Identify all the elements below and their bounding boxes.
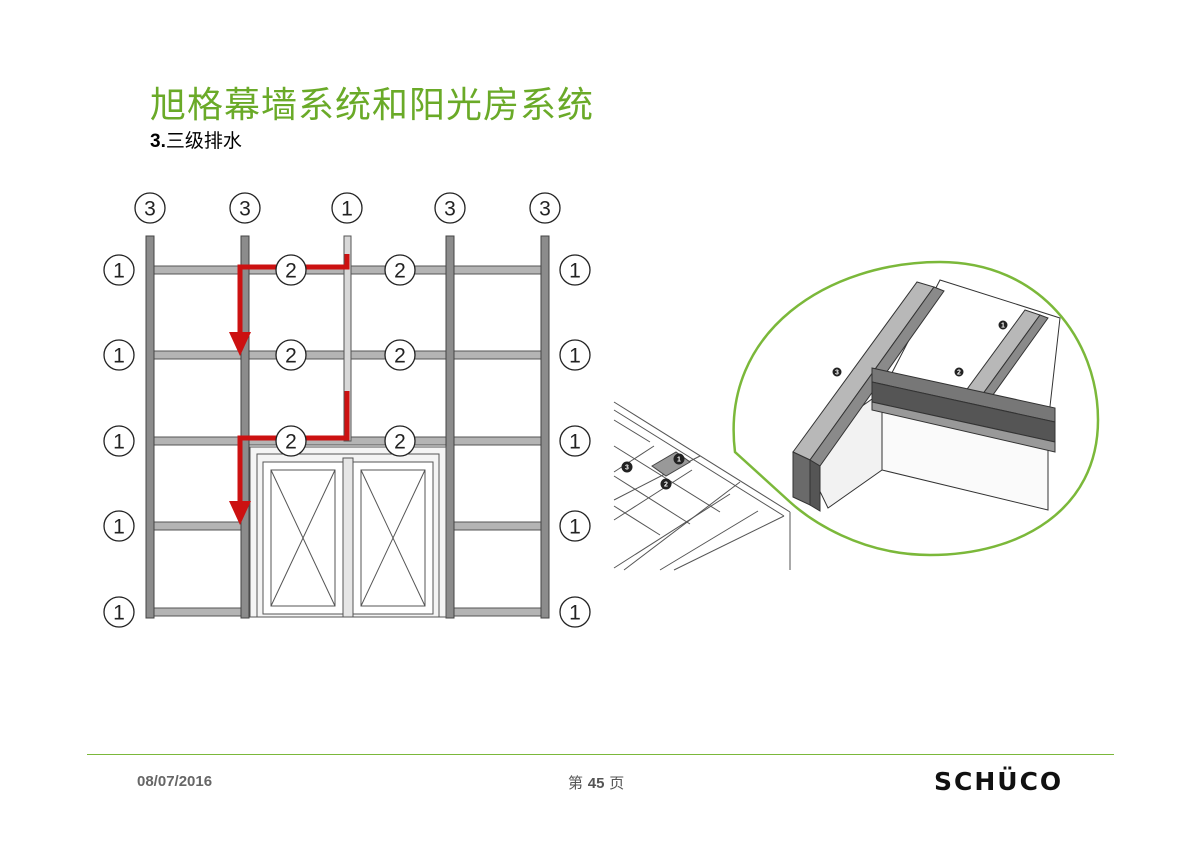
right-label-4: 1 — [559, 510, 591, 542]
transom-label-2-text: 2 — [394, 260, 406, 283]
left-label-1: 1 — [103, 254, 135, 286]
mullion-1 — [145, 235, 155, 619]
top-labels: 3 3 1 3 3 — [134, 192, 561, 224]
transom-label-5-text: 2 — [285, 431, 297, 454]
mullion-2 — [240, 235, 250, 619]
right-label-5-text: 1 — [569, 602, 581, 625]
detail-label-2-text: 2 — [957, 370, 961, 377]
footer-page-number: 第 45 页 — [568, 772, 624, 793]
right-label-3: 1 — [559, 425, 591, 457]
subtitle-text: 三级排水 — [165, 130, 242, 152]
left-label-3: 1 — [103, 425, 135, 457]
profile-detail — [792, 279, 1061, 512]
right-labels: 1 1 1 1 1 — [559, 254, 591, 628]
right-label-2: 1 — [559, 339, 591, 371]
detail-label-3-text: 1 — [1001, 323, 1005, 330]
detail-label-2: 2 — [954, 367, 964, 377]
schuco-logo: SCHÜCO — [934, 767, 1064, 796]
transom-label-5: 2 — [275, 425, 307, 457]
transom-row-5-left — [149, 607, 247, 617]
top-label-2: 3 — [229, 192, 261, 224]
left-labels: 1 1 1 1 1 — [103, 254, 135, 628]
detail-labels: 3 2 1 — [832, 320, 1008, 377]
mullion-center — [343, 235, 352, 442]
page-suffix: 页 — [604, 774, 625, 792]
top-label-3: 1 — [331, 192, 363, 224]
right-label-1-text: 1 — [569, 260, 581, 283]
facade-grid — [145, 235, 550, 619]
transom-label-4-text: 2 — [394, 345, 406, 368]
inset-label-1: 3 — [621, 461, 633, 473]
drain-arrow-lower-head — [229, 501, 251, 525]
left-label-1-text: 1 — [113, 260, 125, 283]
inset-labels: 3 2 1 — [621, 453, 685, 490]
top-label-3-text: 1 — [341, 198, 353, 221]
top-label-5: 3 — [529, 192, 561, 224]
transom-label-4: 2 — [384, 339, 416, 371]
transom-label-2: 2 — [384, 254, 416, 286]
transom-label-1-text: 2 — [285, 260, 297, 283]
right-label-1: 1 — [559, 254, 591, 286]
right-label-2-text: 1 — [569, 345, 581, 368]
detail-label-1: 3 — [832, 367, 842, 377]
footer-divider — [87, 754, 1114, 755]
mullion-5 — [540, 235, 550, 619]
roof-inset — [613, 401, 791, 571]
top-label-5-text: 3 — [539, 198, 551, 221]
transom-label-3: 2 — [275, 339, 307, 371]
left-label-2-text: 1 — [113, 345, 125, 368]
left-label-5-text: 1 — [113, 602, 125, 625]
left-label-3-text: 1 — [113, 431, 125, 454]
detail-label-3: 1 — [998, 320, 1008, 330]
left-label-2: 1 — [103, 339, 135, 371]
right-label-3-text: 1 — [569, 431, 581, 454]
top-label-1: 3 — [134, 192, 166, 224]
left-label-4: 1 — [103, 510, 135, 542]
inset-label-3: 1 — [673, 453, 685, 465]
transom-row-5-right — [448, 607, 543, 617]
mullion-4 — [445, 235, 455, 619]
footer-date: 08/07/2016 — [137, 773, 213, 790]
transom-row-4-left — [149, 521, 247, 531]
left-label-4-text: 1 — [113, 516, 125, 539]
top-label-2-text: 3 — [239, 198, 251, 221]
door — [249, 446, 447, 618]
page-number: 45 — [587, 775, 605, 792]
inset-label-3-text: 1 — [677, 457, 681, 464]
top-label-1-text: 3 — [144, 198, 156, 221]
transom-labels: 2 2 2 2 2 2 — [275, 254, 416, 457]
inset-highlight-node — [651, 451, 691, 477]
page-prefix: 第 — [568, 774, 588, 792]
right-label-5: 1 — [559, 596, 591, 628]
right-label-4-text: 1 — [569, 516, 581, 539]
subtitle-number: 3. — [150, 131, 166, 152]
top-label-4: 3 — [434, 192, 466, 224]
page-subtitle: 3.三级排水 — [150, 126, 242, 153]
detail-label-1-text: 3 — [835, 370, 839, 377]
transom-label-3-text: 2 — [285, 345, 297, 368]
top-label-4-text: 3 — [444, 198, 456, 221]
transom-label-6: 2 — [384, 425, 416, 457]
left-label-5: 1 — [103, 596, 135, 628]
transom-label-6-text: 2 — [394, 431, 406, 454]
page-title: 旭格幕墙系统和阳光房系统 — [150, 85, 595, 126]
inset-label-1-text: 3 — [625, 465, 629, 472]
transom-row-4-right — [448, 521, 543, 531]
drain-arrow-upper-head — [229, 332, 251, 356]
transom-label-1: 2 — [275, 254, 307, 286]
inset-label-2-text: 2 — [664, 482, 668, 489]
inset-label-2: 2 — [660, 478, 672, 490]
